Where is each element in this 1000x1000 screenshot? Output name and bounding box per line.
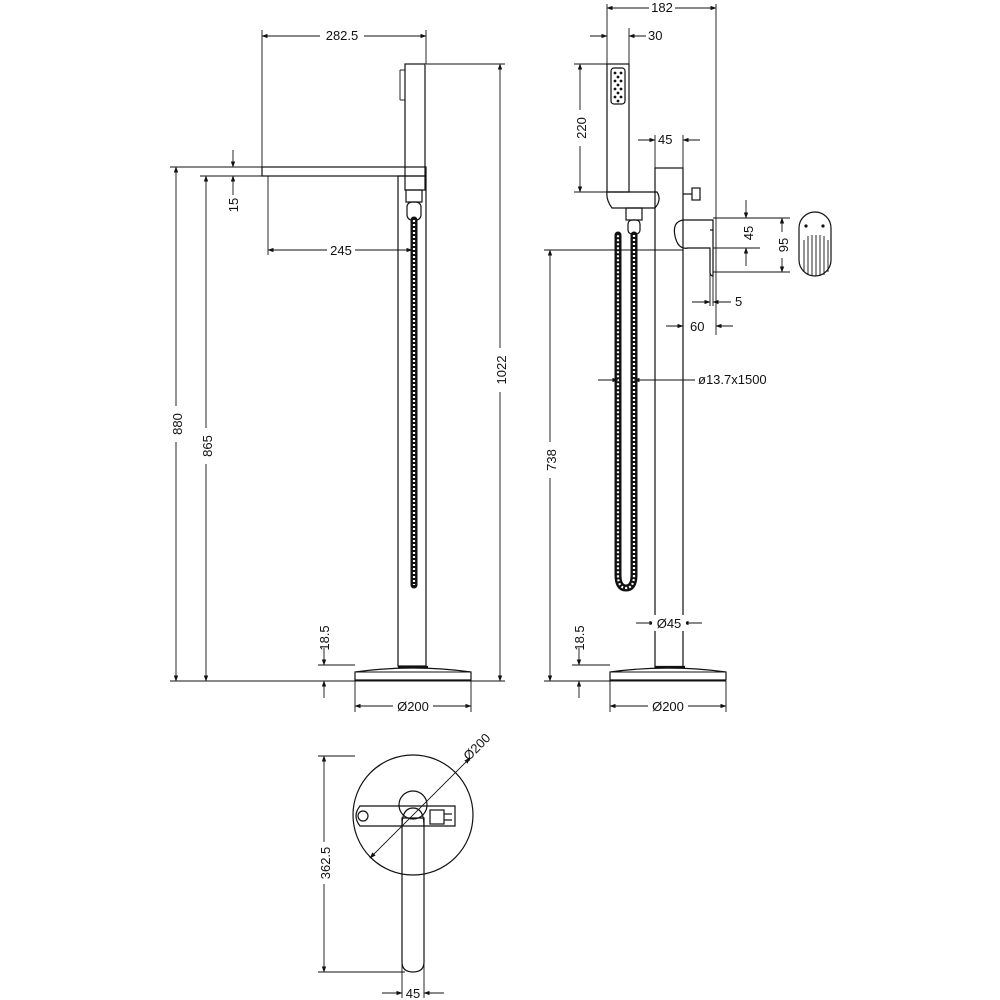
plan-lever [401, 817, 425, 973]
dim-plan-diameter: Ø200 [460, 730, 493, 763]
front-view: 282.5 15 245 880 865 1022 18.5 [168, 27, 509, 714]
side-mixer-lever [673, 219, 714, 277]
dim-holder-45: 45 [658, 132, 672, 147]
side-hose-loop [614, 231, 638, 592]
lever-end-view [798, 211, 832, 277]
dim-arm-thickness: 15 [226, 198, 241, 212]
side-view: 182 30 220 45 45 95 5 [542, 0, 791, 714]
dim-side-base-diameter: Ø200 [652, 699, 684, 714]
side-handset-nozzles [610, 67, 626, 105]
plan-base-plate [352, 754, 474, 876]
dim-top-width: 182 [651, 0, 673, 15]
dim-lever-width: 45 [406, 986, 420, 1000]
dim-lever-45: 45 [741, 226, 756, 240]
side-handset-holder [606, 191, 660, 209]
plan-view: Ø200 362.5 45 [316, 730, 493, 1000]
dim-total-height: 1022 [494, 356, 509, 385]
dim-side-base-height: 18.5 [572, 625, 587, 650]
front-handset [404, 63, 426, 191]
dim-handset-length: 220 [574, 117, 589, 139]
dim-lever-95: 95 [776, 238, 791, 252]
side-column [654, 167, 684, 669]
dim-arm-length: 282.5 [326, 28, 359, 43]
dim-spout-reach: 245 [330, 243, 352, 258]
front-shower-arm [261, 166, 427, 177]
front-hose-connector [405, 189, 423, 203]
side-base [609, 667, 727, 681]
side-handset [606, 63, 630, 193]
front-base [354, 667, 472, 681]
dim-hose: ø13.7x1500 [698, 372, 767, 387]
dim-outlet-height: 738 [544, 449, 559, 471]
dim-height-880: 880 [170, 413, 185, 435]
dim-front-base-diameter: Ø200 [397, 699, 429, 714]
dim-lever-length: 362.5 [318, 847, 333, 880]
lever-end-handle [798, 211, 832, 277]
dim-height-865: 865 [200, 435, 215, 457]
dim-front-base-height: 18.5 [317, 625, 332, 650]
dim-lever-60: 60 [690, 319, 704, 334]
dim-lever-5: 5 [735, 294, 742, 309]
dim-column-diameter: Ø45 [657, 616, 682, 631]
dim-handset-width: 30 [648, 28, 662, 43]
